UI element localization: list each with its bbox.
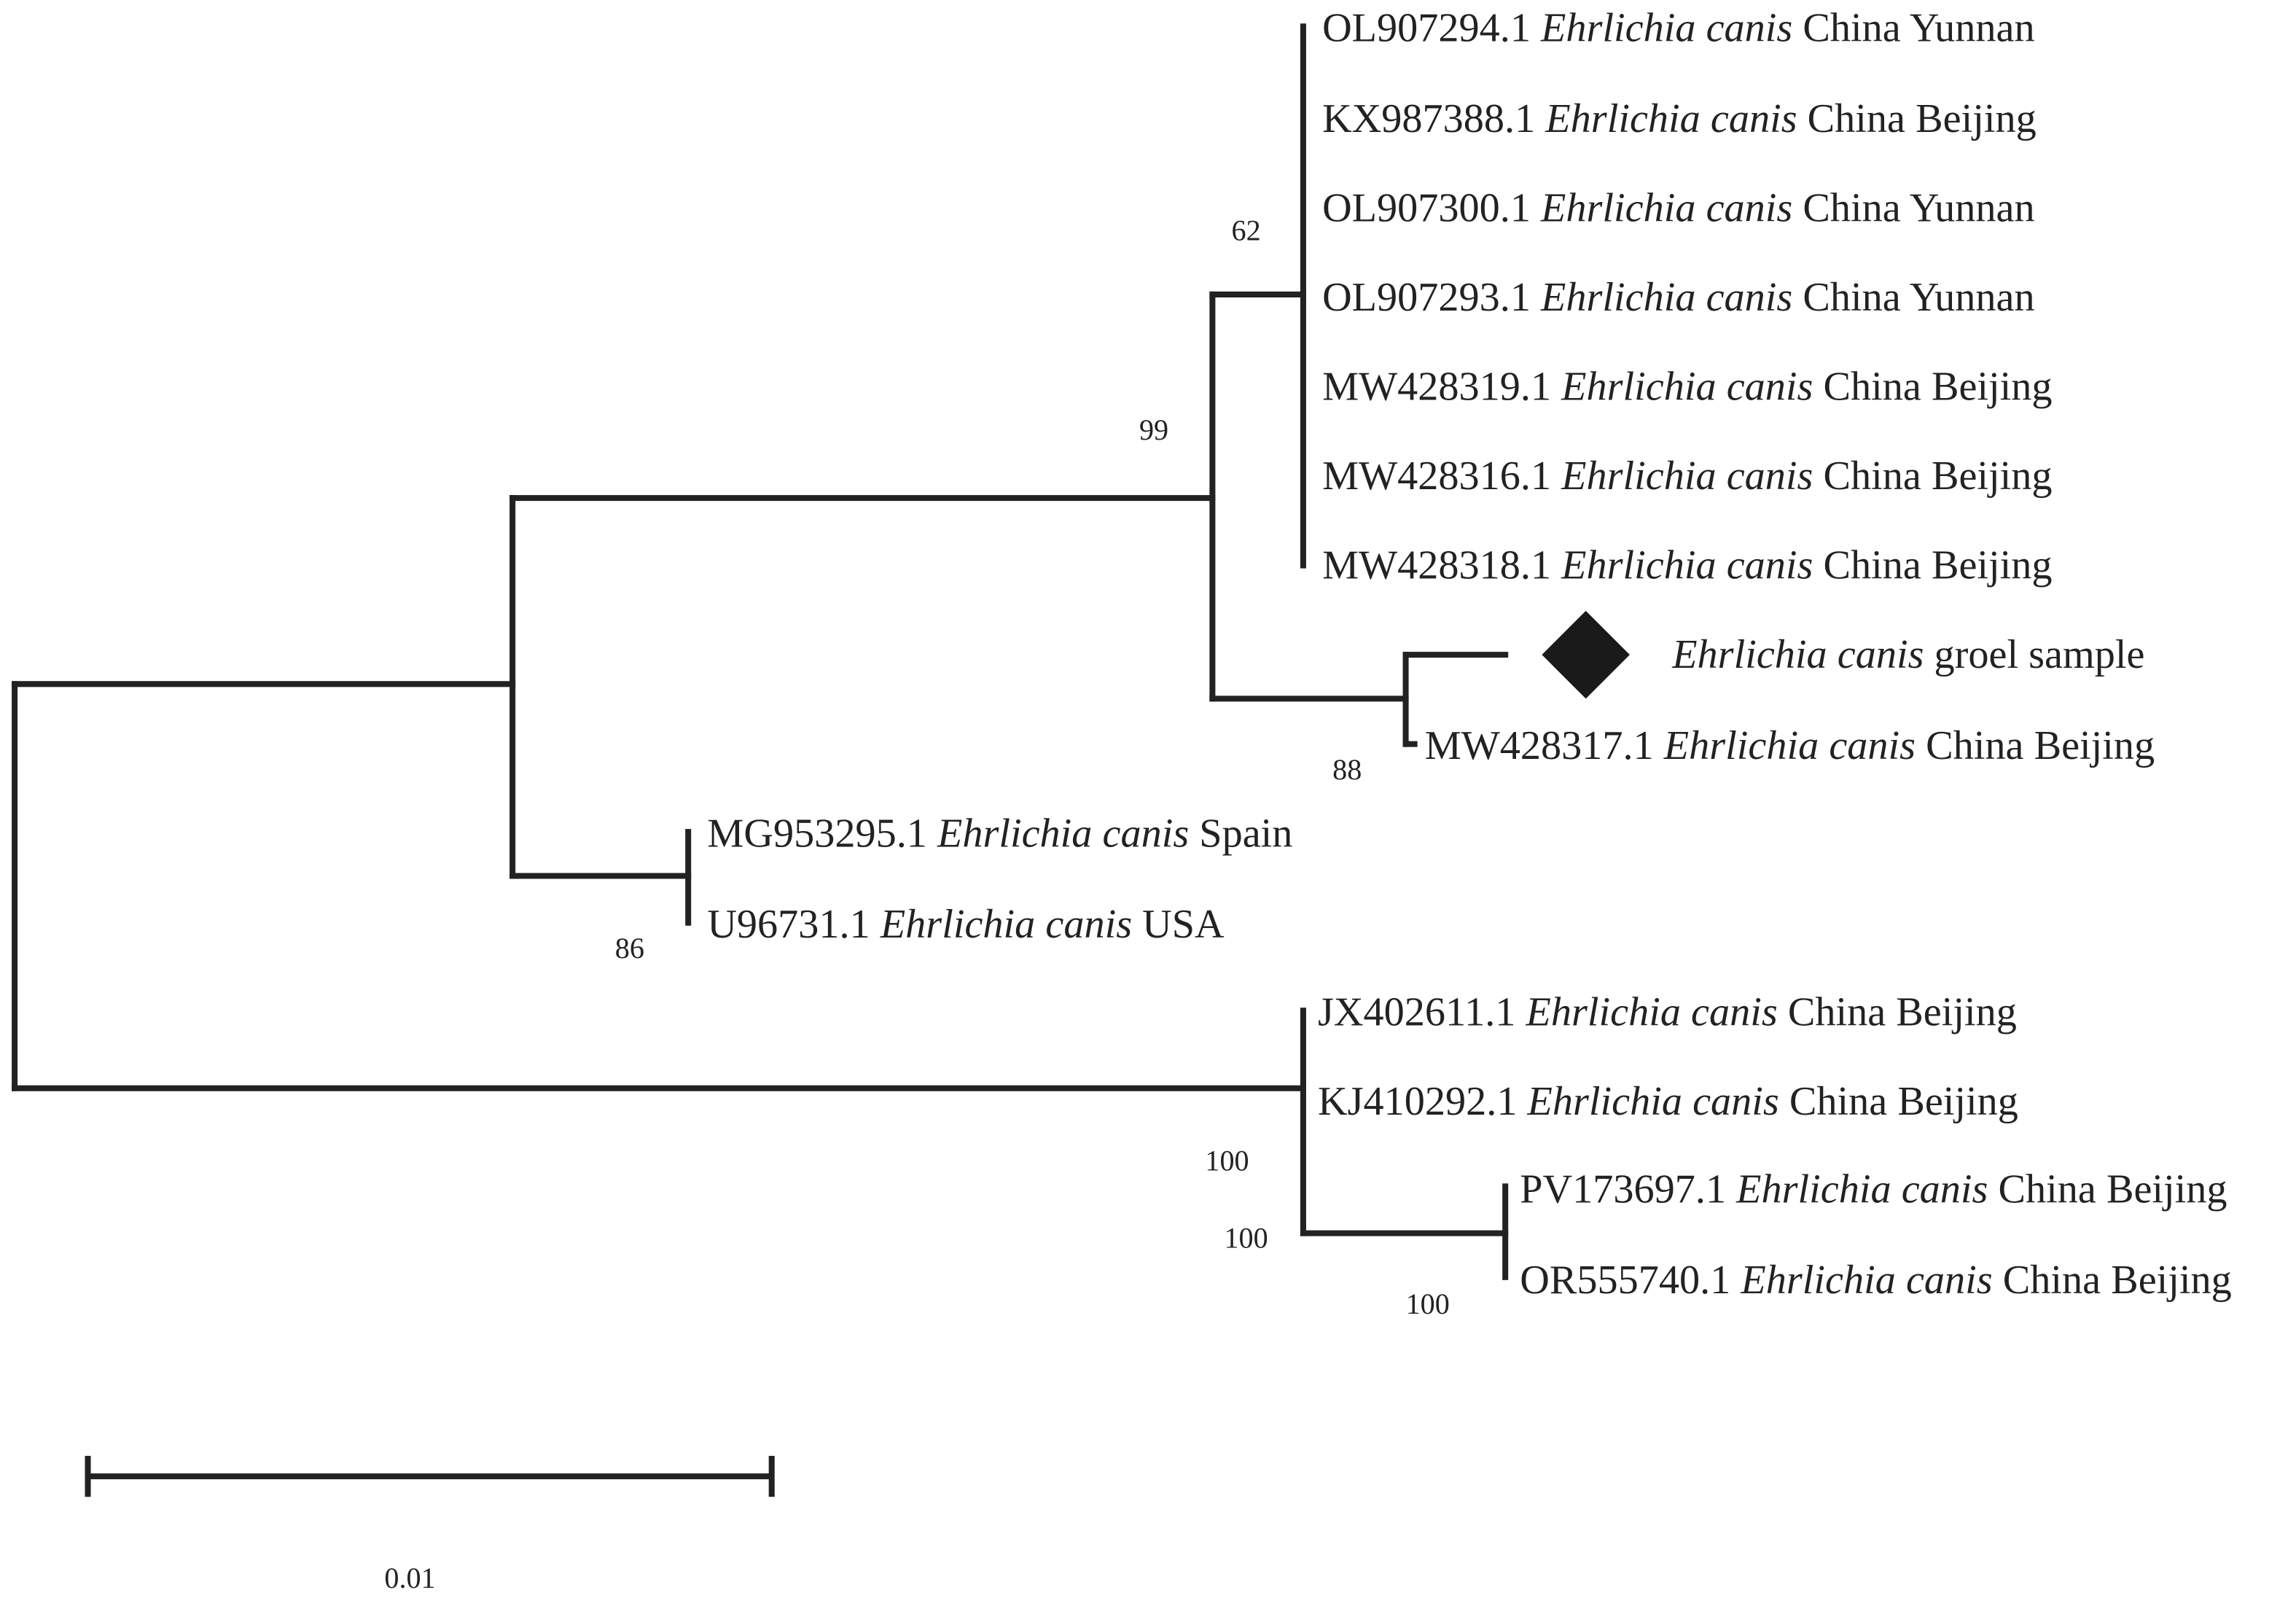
leaf-label: MW428316.1 Ehrlichia canis China Beijing (1322, 453, 2053, 499)
bootstrap-value: 99 (1139, 413, 1168, 446)
leaf-label: OR555740.1 Ehrlichia canis China Beijing (1520, 1258, 2232, 1303)
leaf-location: China Beijing (1926, 723, 2155, 768)
leaf-label: KJ410292.1 Ehrlichia canis China Beijing (1318, 1079, 2018, 1124)
leaf-species: Ehrlichia canis (937, 811, 1199, 856)
leaf-location: China Beijing (2003, 1258, 2232, 1303)
leaf-species: Ehrlichia canis (1540, 5, 1803, 50)
scale-bar-label: 0.01 (384, 1562, 435, 1594)
leaf-species: Ehrlichia canis (1540, 275, 1803, 320)
bootstrap-value: 62 (1232, 214, 1261, 247)
bootstrap-value: 86 (615, 932, 644, 964)
leaf-location: China Beijing (1824, 365, 2053, 410)
leaf-label: Ehrlichia canis groel sample (1671, 632, 2144, 677)
leaf-label: OL907293.1 Ehrlichia canis China Yunnan (1322, 275, 2035, 320)
leaf-species: Ehrlichia canis (1527, 1079, 1789, 1124)
leaf-species: Ehrlichia canis (1735, 1166, 1998, 1212)
leaf-accession: KX987388.1 (1322, 96, 1545, 141)
leaf-label: MW428317.1 Ehrlichia canis China Beijing (1425, 723, 2155, 768)
leaf-label: JX402611.1 Ehrlichia canis China Beijing (1318, 989, 2017, 1034)
leaf-label: MG953295.1 Ehrlichia canis Spain (707, 811, 1292, 856)
leaf-accession: JX402611.1 (1318, 989, 1526, 1034)
leaf-location: China Beijing (1788, 989, 2017, 1034)
leaf-accession: MW428317.1 (1425, 723, 1664, 768)
leaf-species: Ehrlichia canis (1561, 543, 1823, 588)
leaf-location: China Yunnan (1803, 275, 2034, 320)
leaf-accession: PV173697.1 (1520, 1166, 1736, 1212)
bootstrap-value: 100 (1406, 1287, 1450, 1320)
leaf-label: KX987388.1 Ehrlichia canis China Beijing (1322, 96, 2037, 141)
leaf-label: MW428318.1 Ehrlichia canis China Beijing (1322, 543, 2053, 588)
leaf-location: China Yunnan (1803, 185, 2034, 230)
leaf-location: China Beijing (1999, 1166, 2227, 1212)
bootstrap-value: 100 (1224, 1222, 1268, 1255)
leaf-location: USA (1142, 902, 1225, 947)
leaf-label: U96731.1 Ehrlichia canis USA (707, 902, 1225, 947)
bootstrap-value: 100 (1205, 1144, 1249, 1177)
leaf-species: Ehrlichia canis (1540, 185, 1803, 230)
scale-bar (85, 1456, 775, 1497)
leaf-label: OL907300.1 Ehrlichia canis China Yunnan (1322, 185, 2035, 230)
leaf-accession: MG953295.1 (707, 811, 937, 856)
leaf-accession: MW428318.1 (1322, 543, 1561, 588)
leaf-location: China Beijing (1824, 543, 2053, 588)
leaf-species: Ehrlichia canis (1671, 632, 1934, 677)
leaf-location: China Beijing (1808, 96, 2037, 141)
leaf-location: China Beijing (1824, 453, 2053, 499)
leaf-location: groel sample (1934, 632, 2145, 677)
leaf-accession: U96731.1 (707, 902, 880, 947)
leaf-species: Ehrlichia canis (1740, 1258, 2002, 1303)
leaf-species: Ehrlichia canis (1561, 453, 1823, 499)
leaf-species: Ehrlichia canis (1561, 365, 1823, 410)
leaf-accession: KJ410292.1 (1318, 1079, 1528, 1124)
leaf-label: OL907294.1 Ehrlichia canis China Yunnan (1322, 5, 2035, 50)
leaf-accession: OL907294.1 (1322, 5, 1541, 50)
leaf-accession: OL907300.1 (1322, 185, 1541, 230)
leaf-accession: OL907293.1 (1322, 275, 1541, 320)
leaf-label: PV173697.1 Ehrlichia canis China Beijing (1520, 1166, 2227, 1212)
leaf-accession: OR555740.1 (1520, 1258, 1741, 1303)
leaf-label: MW428319.1 Ehrlichia canis China Beijing (1322, 365, 2053, 410)
leaf-location: China Beijing (1789, 1079, 2018, 1124)
leaf-species: Ehrlichia canis (1525, 989, 1787, 1034)
leaf-location: Spain (1199, 811, 1292, 856)
leaf-location: China Yunnan (1803, 5, 2034, 50)
leaf-species: Ehrlichia canis (880, 902, 1142, 947)
leaf-accession: MW428319.1 (1322, 365, 1561, 410)
leaf-accession: MW428316.1 (1322, 453, 1561, 499)
sample-diamond-icon (1542, 610, 1630, 699)
bootstrap-value: 88 (1332, 753, 1362, 786)
leaf-species: Ehrlichia canis (1545, 96, 1807, 141)
leaf-species: Ehrlichia canis (1663, 723, 1926, 768)
